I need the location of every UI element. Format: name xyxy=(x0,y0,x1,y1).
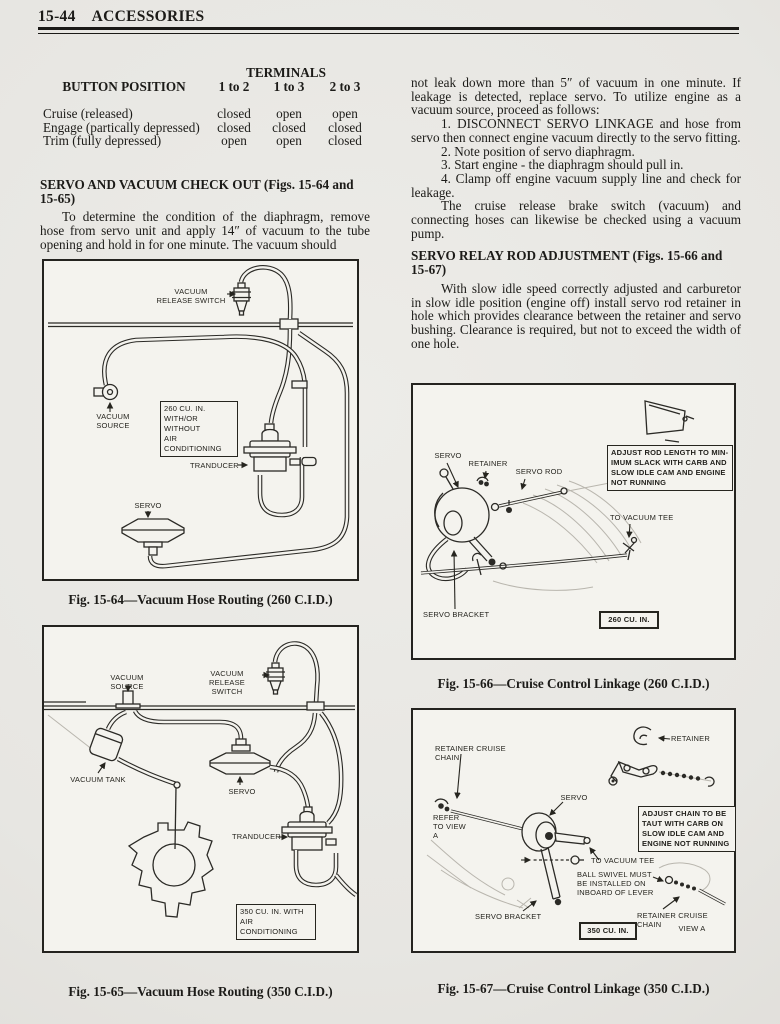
fig65-line-art xyxy=(44,641,357,918)
adjust-note-box: ADJUST ROD LENGTH TO MIN- IMUM SLACK WIT… xyxy=(607,445,733,491)
column-header: 1 to 2 xyxy=(218,78,250,94)
column-header: 2 to 3 xyxy=(329,78,361,94)
section-heading-servo-check: SERVO AND VACUUM CHECK OUT (Figs. 15-64 … xyxy=(40,177,354,206)
fig64-line-art xyxy=(48,265,353,569)
label-retainer: RETAINER xyxy=(671,734,710,743)
label-ball-swivel-note: BALL SWIVEL MUST BE INSTALLED ON INBOARD… xyxy=(577,870,654,897)
cid-box: 260 CU. IN. xyxy=(599,611,659,629)
label-retainer-cruise-chain-bottom: RETAINER CRUISE CHAIN xyxy=(637,911,708,929)
step-item: 1. DISCONNECT SERVO LINKAGE and hose fro… xyxy=(411,116,741,145)
figure-caption-15-65: Fig. 15-65—Vacuum Hose Routing (350 C.I.… xyxy=(68,984,333,999)
label-to-vacuum-tee: TO VACUUM TEE xyxy=(610,513,674,522)
table-cell: open xyxy=(221,133,247,149)
left-column: SERVO AND VACUUM CHECK OUT (Figs. 15-64 … xyxy=(40,178,370,252)
step-item: 2. Note position of servo diaphragm. xyxy=(441,143,635,159)
table-cell: open xyxy=(332,106,358,122)
label-servo: SERVO xyxy=(560,793,588,802)
terminals-group-header: TERMINALS xyxy=(246,65,326,80)
figure-caption-15-67: Fig. 15-67—Cruise Control Linkage (350 C… xyxy=(437,981,710,996)
right-column: not leak down more than 5″ of vacuum in … xyxy=(411,76,741,350)
figure-15-64: VACUUM RELEASE SWITCH VACUUM SOURCE TRAN… xyxy=(42,259,359,581)
label-servo: SERVO xyxy=(228,787,256,796)
label-retainer-cruise-chain: RETAINER CRUISE CHAIN xyxy=(435,744,506,762)
table-cell: Cruise (released) xyxy=(43,106,133,122)
adjust-note-box: ADJUST CHAIN TO BE TAUT WITH CARB ON SLO… xyxy=(638,806,736,852)
table-row: Engage (partically depressed) closed clo… xyxy=(40,121,372,135)
body-paragraph: not leak down more than 5″ of vacuum in … xyxy=(411,75,741,118)
figure-15-66: SERVO RETAINER SERVO ROD TO VACUUM TEE S… xyxy=(411,383,736,660)
figure-15-65: VACUUM SOURCE VACUUM RELEASE SWITCH VACU… xyxy=(42,625,359,953)
figure-caption-15-64: Fig. 15-64—Vacuum Hose Routing (260 C.I.… xyxy=(68,592,333,607)
column-header: 1 to 3 xyxy=(273,78,305,94)
label-view-a: VIEW A xyxy=(678,924,706,933)
table-cell: closed xyxy=(217,119,251,135)
table-header-row: BUTTON POSITION 1 to 2 1 to 3 2 to 3 xyxy=(40,78,372,94)
table-cell: closed xyxy=(217,106,251,122)
fig67-line-art xyxy=(426,726,726,912)
step-item: 4. Clamp off engine vacuum supply line a… xyxy=(411,170,741,200)
figure-caption-15-66: Fig. 15-66—Cruise Control Linkage (260 C… xyxy=(437,676,710,691)
table-row: Trim (fully depressed) open open closed xyxy=(40,134,372,148)
terminals-table: TERMINALS BUTTON POSITION 1 to 2 1 to 3 … xyxy=(40,66,372,148)
label-tranducer: TRANDUCER xyxy=(190,461,239,470)
page-number: 15-44 xyxy=(38,8,76,25)
label-vacuum-release-switch: VACUUM RELEASE SWITCH xyxy=(156,287,226,305)
engine-note-box: 350 CU. IN. WITH AIR CONDITIONING xyxy=(236,904,316,940)
label-vacuum-source: VACUUM SOURCE xyxy=(96,412,130,430)
table-cell: closed xyxy=(328,133,362,149)
body-paragraph: To determine the condition of the diaphr… xyxy=(40,209,370,252)
page-header: 15-44 ACCESSORIES xyxy=(38,8,204,26)
section-heading-servo-relay: SERVO RELAY ROD ADJUSTMENT (Figs. 15-66 … xyxy=(411,248,723,278)
cid-box: 350 CU. IN. xyxy=(579,922,637,940)
table-cell: Trim (fully depressed) xyxy=(43,133,162,149)
table-cell: closed xyxy=(272,119,306,135)
figure-15-67: RETAINER CRUISE CHAIN RETAINER SERVO REF… xyxy=(411,708,736,953)
body-paragraph: The cruise release brake switch (vacuum)… xyxy=(411,198,741,241)
body-paragraph: With slow idle speed correctly adjusted … xyxy=(411,280,741,351)
label-to-vacuum-tee: TO VACUUM TEE xyxy=(591,856,655,865)
label-vacuum-tank: VACUUM TANK xyxy=(70,775,126,784)
table-cell: closed xyxy=(328,119,362,135)
label-refer-to-view-a: REFER TO VIEW A xyxy=(433,813,466,840)
step-item: 3. Start engine - the diaphragm should p… xyxy=(441,157,684,173)
label-retainer: RETAINER xyxy=(468,459,508,468)
table-cell: open xyxy=(276,133,302,149)
label-vacuum-release-switch: VACUUM RELEASE SWITCH xyxy=(209,669,245,696)
label-servo: SERVO xyxy=(134,501,162,510)
label-servo: SERVO xyxy=(434,451,462,460)
column-header: BUTTON POSITION xyxy=(62,78,186,94)
engine-note-box: 260 CU. IN. WITH/OR WITHOUT AIR CONDITIO… xyxy=(160,401,238,457)
label-tranducer: TRANDUCER xyxy=(232,832,281,841)
header-rule xyxy=(38,27,739,34)
label-servo-bracket: SERVO BRACKET xyxy=(423,610,490,619)
page-title: ACCESSORIES xyxy=(91,8,205,25)
label-servo-rod: SERVO ROD xyxy=(515,467,563,476)
label-vacuum-source: VACUUM SOURCE xyxy=(110,673,144,691)
table-row: Cruise (released) closed open open xyxy=(40,107,372,121)
label-servo-bracket: SERVO BRACKET xyxy=(475,912,542,921)
table-cell: open xyxy=(276,106,302,122)
table-cell: Engage (partically depressed) xyxy=(43,119,200,135)
